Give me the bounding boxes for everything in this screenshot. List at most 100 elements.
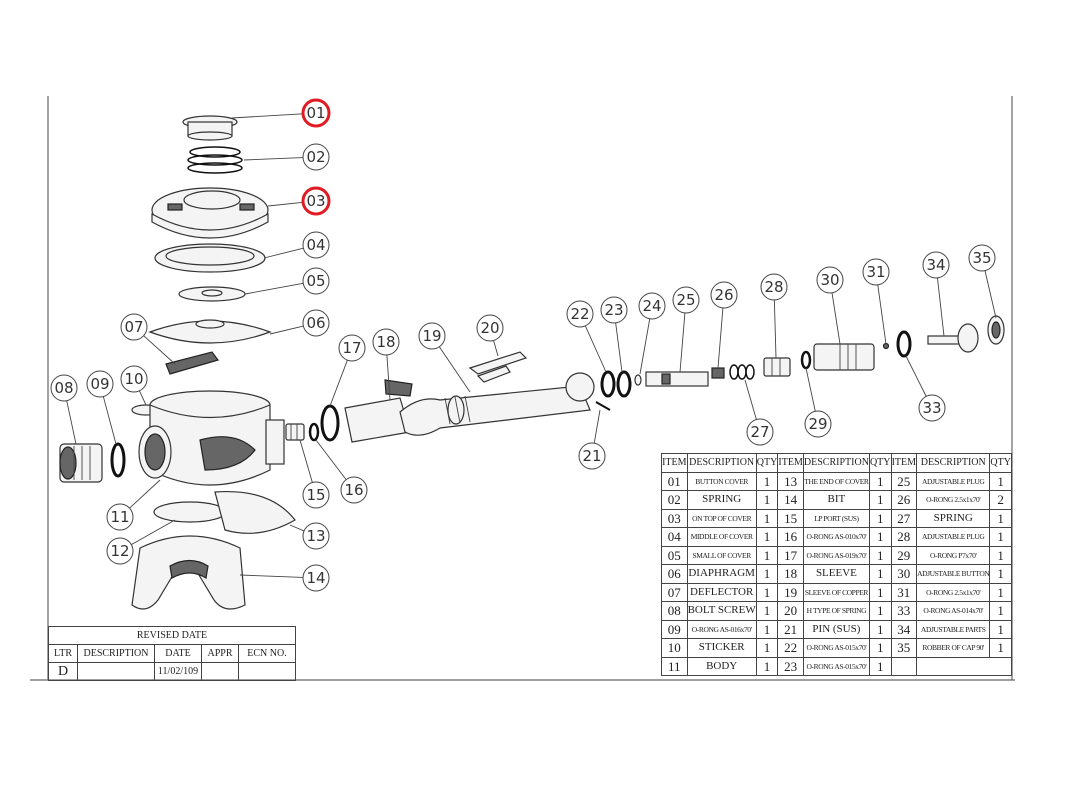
- callout-number: 19: [422, 327, 441, 345]
- callout-number: 24: [642, 297, 661, 315]
- callout-leader: [438, 346, 471, 393]
- callout-leader: [744, 379, 757, 420]
- callout-number: 26: [714, 286, 733, 304]
- item-cell: 18: [777, 564, 804, 584]
- callout-leader: [299, 439, 313, 483]
- callout-number: 30: [820, 271, 839, 289]
- callout-06: 06: [269, 309, 330, 337]
- qty-cell: 1: [755, 545, 779, 565]
- header-qty-2: QTY: [868, 453, 892, 473]
- callout-leader: [386, 354, 391, 401]
- callout-circle: [418, 322, 446, 350]
- callout-34: 34: [922, 251, 950, 337]
- item-cell: [890, 656, 918, 676]
- qty-cell: 1: [868, 490, 892, 510]
- callout-number: 10: [124, 370, 143, 388]
- callout-leader: [263, 247, 304, 259]
- item-cell: 25: [890, 471, 918, 491]
- description-cell: O-RONG P7x70': [916, 545, 991, 565]
- callout-leader: [773, 299, 777, 359]
- part-24-25-adjustable-plug: [634, 371, 709, 387]
- callout-leader: [131, 519, 176, 546]
- parts-table-header-row: ITEM DESCRIPTION QTY ITEM DESCRIPTION QT…: [661, 453, 1012, 473]
- qty-cell: 1: [755, 490, 779, 510]
- part-21-pin: [595, 401, 611, 411]
- header-description-2: DESCRIPTION: [802, 453, 870, 473]
- callout-leader: [66, 400, 77, 445]
- callout-04: 04: [263, 231, 330, 259]
- callout-circle: [302, 481, 330, 509]
- callout-circle: [120, 365, 148, 393]
- callout-circle: [804, 410, 832, 438]
- header-description-1: DESCRIPTION: [686, 453, 757, 473]
- item-cell: 28: [890, 527, 918, 547]
- callout-30: 30: [816, 266, 844, 345]
- callout-circle: [302, 522, 330, 550]
- callout-09: 09: [86, 370, 117, 445]
- revision-table: REVISED DATE LTR DESCRIPTION DATE APPR E…: [48, 626, 296, 681]
- callout-leader: [805, 367, 816, 412]
- item-cell: 34: [890, 619, 918, 639]
- callout-03: 03: [267, 186, 331, 216]
- qty-cell: 1: [755, 619, 779, 639]
- item-cell: 22: [777, 638, 804, 658]
- part-20-h-spring: [468, 351, 528, 383]
- description-cell: ADJUSTABLE PLUG: [916, 471, 991, 491]
- item-cell: 15: [777, 508, 804, 528]
- callout-leader: [905, 355, 927, 397]
- callout-circle: [302, 143, 330, 171]
- description-cell: O-RONG AS-015x70': [802, 656, 870, 676]
- qty-cell: 1: [755, 471, 779, 491]
- callout-31: 31: [862, 258, 890, 345]
- rev-header-appr: APPR: [201, 644, 239, 663]
- description-cell: BOLT SCREW: [686, 601, 757, 621]
- description-cell: DIAPHRAGM: [686, 564, 757, 584]
- part-29-o-ring: [800, 350, 812, 370]
- callout-leader: [269, 325, 304, 335]
- callout-number: 15: [306, 486, 325, 504]
- callout-number: 11: [110, 508, 129, 526]
- callout-circle: [50, 374, 78, 402]
- description-cell: O-RONG 2.5x1x70': [916, 582, 991, 602]
- qty-cell: 1: [755, 564, 779, 584]
- callout-17: 17: [329, 334, 366, 407]
- callout-number: 08: [54, 379, 73, 397]
- callout-leader: [239, 574, 304, 578]
- callout-number: 01: [306, 104, 325, 122]
- item-cell: 03: [661, 508, 688, 528]
- description-cell: O-RONG AS-015x70': [802, 638, 870, 658]
- callout-number: 31: [866, 263, 885, 281]
- item-cell: 01: [661, 471, 688, 491]
- part-09-o-ring: [110, 442, 126, 478]
- item-cell: 10: [661, 638, 688, 658]
- header-item-1: ITEM: [661, 453, 688, 473]
- callout-circle: [372, 328, 400, 356]
- header-item-3: ITEM: [890, 453, 918, 473]
- part-01-button-cover: [182, 115, 238, 141]
- rev-header-ltr: LTR: [48, 644, 78, 663]
- header-qty-1: QTY: [755, 453, 779, 473]
- description-cell: BIT: [802, 490, 870, 510]
- callout-leader: [244, 282, 304, 295]
- callout-circle: [760, 273, 788, 301]
- part-03-top-cover: [151, 187, 269, 239]
- item-cell: 16: [777, 527, 804, 547]
- part-15-lp-port: [285, 423, 305, 441]
- callout-leader: [143, 335, 176, 365]
- description-cell: LP PORT (SUS): [802, 508, 870, 528]
- callout-leader: [717, 307, 724, 369]
- callout-13: 13: [289, 522, 330, 550]
- callout-circle: [638, 292, 666, 320]
- item-cell: 29: [890, 545, 918, 565]
- callout-circle: [302, 564, 330, 592]
- part-06-diaphragm: [148, 319, 272, 344]
- part-34-adjustable-parts: [927, 323, 979, 353]
- callout-leader: [615, 322, 623, 373]
- callout-10: 10: [120, 365, 148, 406]
- item-cell: 09: [661, 619, 688, 639]
- qty-cell: 1: [868, 508, 892, 528]
- part-07-deflector: [165, 351, 219, 375]
